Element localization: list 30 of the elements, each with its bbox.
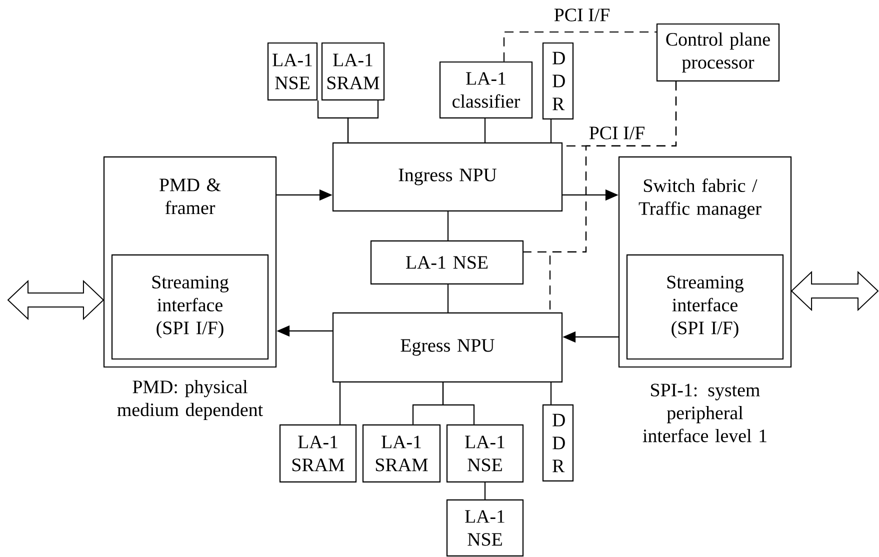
block-box: D D R	[542, 404, 574, 482]
connector-line	[550, 120, 552, 142]
connector-line	[447, 212, 449, 240]
block-box: Control plane processor	[656, 23, 780, 82]
connector-line	[550, 382, 552, 404]
connector-line	[442, 382, 475, 424]
interface-box: Streaming interface (SPI I/F)	[626, 254, 784, 360]
note-text: SPI-1: system peripheral interface level 1	[642, 384, 766, 442]
block-box: LA-1 NSE	[267, 42, 318, 101]
block-box: LA-1 SRAM	[362, 424, 441, 483]
bus-line	[549, 82, 677, 312]
block-box: Ingress NPU	[332, 142, 563, 212]
block-box: LA-1 NSE	[370, 240, 524, 285]
connector-line	[447, 284, 449, 312]
edge-label: PCI I/F	[552, 8, 612, 22]
block-box: Egress NPU	[332, 312, 563, 383]
edge-label: PCI I/F	[588, 126, 646, 140]
interface-box: Streaming interface (SPI I/F)	[111, 254, 269, 360]
block-box: LA-1 NSE	[446, 499, 524, 557]
block-box: LA-1 NSE	[446, 424, 524, 483]
note-text: PMD: physical medium dependent	[117, 380, 263, 420]
connector-line	[347, 100, 379, 142]
block-box: LA-1 SRAM	[279, 424, 357, 483]
block-box: LA-1 classifier	[439, 61, 533, 119]
connector-line	[484, 118, 486, 142]
bus-line	[503, 31, 656, 62]
block-box: D D R	[542, 42, 574, 120]
connector-line	[339, 382, 341, 424]
block-box: LA-1 SRAM	[321, 42, 385, 101]
connector-line	[484, 482, 486, 500]
